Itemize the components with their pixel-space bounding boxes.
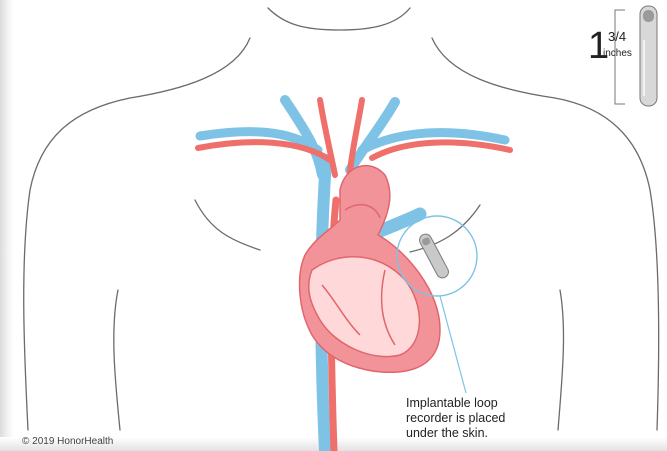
callout-line-2: recorder is placed	[406, 411, 566, 426]
size-unit: inches	[603, 48, 632, 59]
copyright: © 2019 HonorHealth	[22, 436, 113, 447]
size-whole: 1	[588, 27, 609, 65]
callout-line-3: under the skin.	[406, 426, 566, 441]
callout-text: Implantable loop recorder is placed unde…	[406, 396, 566, 441]
size-fraction: 3/4	[608, 29, 626, 44]
callout-line-1: Implantable loop	[406, 396, 566, 411]
